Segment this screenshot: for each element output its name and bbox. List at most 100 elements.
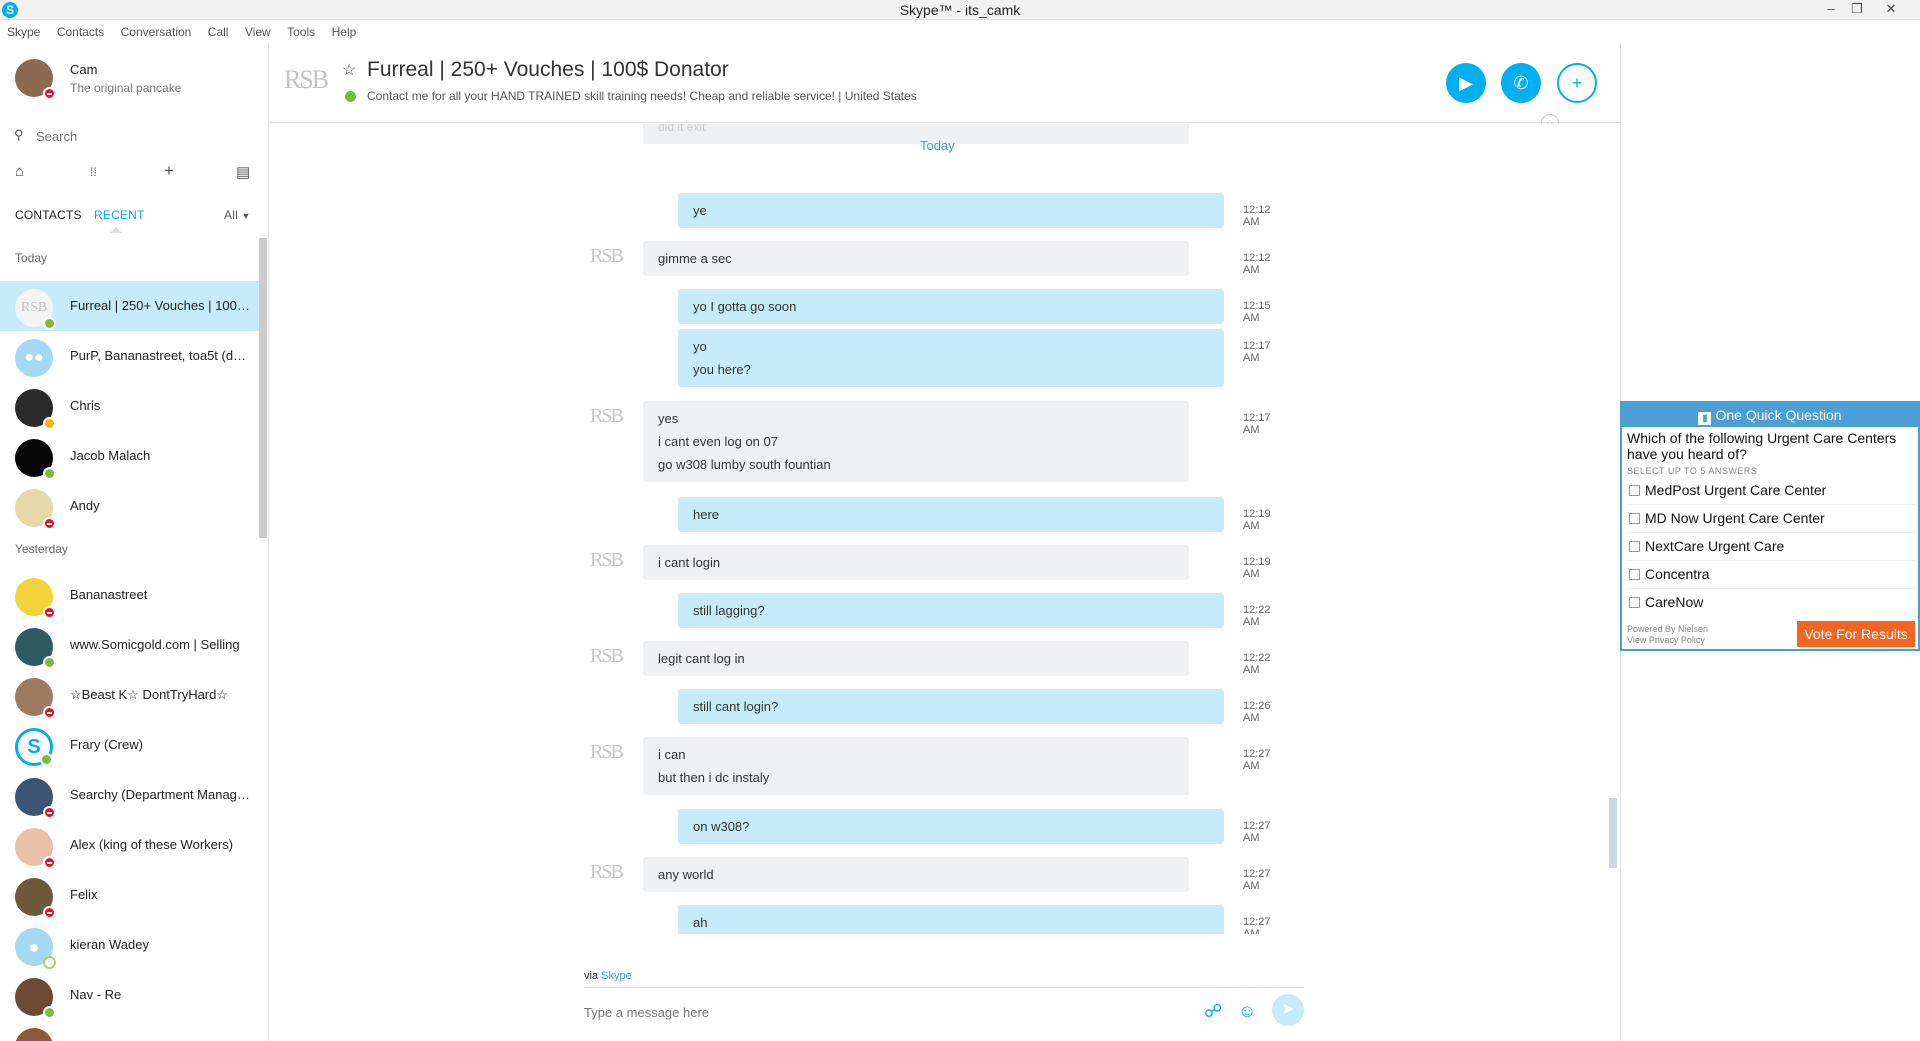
sidebar-scrollbar[interactable] [259,238,267,538]
message-input[interactable] [584,1000,1164,1024]
message-bubble[interactable]: ah [678,905,1224,934]
attach-icon[interactable]: ☍ [1204,1001,1223,1021]
add-icon[interactable]: + [164,161,174,180]
message-area[interactable]: did it exit Today ye 12:12 AM RSB gimme … [270,124,1620,934]
tab-recent[interactable]: RECENT [94,208,145,222]
via-skype-link[interactable]: Skype [601,970,632,982]
sender-avatar[interactable]: RSB [590,549,624,571]
contact-item[interactable]: Andy [0,481,259,531]
menu-skype[interactable]: Skype [7,25,41,39]
minimize-button[interactable]: – [1827,1,1835,16]
section-yesterday: Yesterday [15,542,68,556]
send-button[interactable]: ➤ [1272,994,1304,1026]
contact-item[interactable]: www.Somicgold.com | Selling [0,620,259,670]
poll-option[interactable]: NextCare Urgent Care [1627,533,1915,561]
sender-avatar[interactable]: RSB [590,245,624,267]
favorite-star-icon[interactable]: ☆ [342,62,357,79]
message-bubble[interactable]: any world [643,857,1189,892]
menu-contacts[interactable]: Contacts [56,25,105,39]
status-dnd-icon [43,87,56,100]
status-online-icon [43,1006,56,1019]
tab-contacts[interactable]: CONTACTS [15,208,82,222]
poll-option-label[interactable]: CareNow [1645,594,1704,610]
poll-question: Which of the following Urgent Care Cente… [1627,430,1897,462]
skype-logo-icon[interactable]: S [2,2,18,18]
contact-item[interactable]: Felix [0,870,259,920]
poll-option[interactable]: CareNow [1627,589,1915,617]
voice-call-button[interactable]: ✆ [1501,63,1541,103]
contact-item[interactable]: Alex (king of these Workers) [0,820,259,870]
profile-avatar[interactable] [15,59,56,100]
contact-item[interactable]: S Frary (Crew) [0,720,259,770]
message-bubble[interactable]: gimme a sec [643,241,1189,276]
video-call-button[interactable]: ▶ [1446,63,1486,103]
close-button[interactable]: ✕ [1885,1,1897,16]
conversation-avatar[interactable]: RSB [284,65,329,94]
search-input[interactable] [36,125,246,147]
vote-button[interactable]: Vote For Results [1797,621,1915,647]
contact-avatar [15,778,56,819]
message-bubble[interactable]: ye [678,193,1224,228]
message-time: 12:12 AM [1243,204,1271,228]
chat-scrollbar[interactable] [1609,798,1617,868]
contact-item[interactable]: Searchy (Department Manager) [0,770,259,820]
contact-item[interactable]: Chris [0,381,259,431]
filter-dropdown[interactable]: All ▼ [224,208,251,222]
menu-tools[interactable]: Tools [287,25,316,39]
message-bubble[interactable]: legit cant log in [643,641,1189,676]
contact-item[interactable]: ●● PurP, Bananastreet, toa5t (donator) [0,331,259,381]
contact-item[interactable]: ☆Beast K☆ DontTryHard☆ [0,670,259,720]
poll-option-label[interactable]: MedPost Urgent Care Center [1645,482,1827,498]
emoticon-icon[interactable]: ☺ [1238,1001,1257,1021]
message-bubble[interactable]: yo I gotta go soon [678,289,1224,324]
sender-avatar[interactable]: RSB [590,741,624,763]
message-time: 12:27 AM [1243,748,1271,772]
poll-option-label[interactable]: MD Now Urgent Care Center [1645,510,1825,526]
add-people-button[interactable]: + [1557,63,1597,103]
checkbox[interactable] [1629,597,1640,608]
message-bubble[interactable]: here [678,497,1224,532]
sender-avatar[interactable]: RSB [590,405,624,427]
status-dnd-icon [43,806,56,819]
poll-option[interactable]: MD Now Urgent Care Center [1627,505,1915,533]
poll-option[interactable]: MedPost Urgent Care Center [1627,477,1915,505]
message-bubble[interactable]: still lagging? [678,593,1224,628]
sender-avatar[interactable]: RSB [590,861,624,883]
sender-avatar[interactable]: RSB [590,645,624,667]
checkbox[interactable] [1629,485,1640,496]
home-icon[interactable]: ⌂ [15,163,25,180]
menu-call[interactable]: Call [207,25,229,39]
dialpad-icon[interactable]: ⁞⁞ [90,165,97,179]
poll-option-label[interactable]: NextCare Urgent Care [1645,538,1785,554]
checkbox[interactable] [1629,513,1640,524]
date-divider: Today [920,138,955,153]
restore-button[interactable]: ❐ [1851,1,1863,16]
poll-option-label[interactable]: Concentra [1645,566,1710,582]
menu-conversation[interactable]: Conversation [120,25,192,39]
message-text: gimme a sec [658,251,732,266]
contact-item[interactable]: RSB Furreal | 250+ Vouches | 100$ Donato… [0,281,259,331]
message-bubble[interactable]: still cant login? [678,689,1224,724]
contact-item[interactable]: Bananastreet [0,570,259,620]
search-box[interactable]: ⚲ [14,125,254,147]
menu-help[interactable]: Help [331,25,357,39]
poll-header: ▮One Quick Question [1622,403,1918,427]
contacts-book-icon[interactable]: ▤ [236,164,251,181]
menu-view[interactable]: View [244,25,271,39]
contact-item[interactable]: Nav - Re [0,970,259,1020]
contact-item[interactable] [0,1020,259,1041]
profile-mood[interactable]: The original pancake [70,81,182,95]
message-bubble[interactable]: on w308? [678,809,1224,844]
checkbox[interactable] [1629,569,1640,580]
poll-option[interactable]: Concentra [1627,561,1915,589]
message-bubble[interactable]: i cant login [643,545,1189,580]
conversation-name: Furreal | 250+ Vouches | 100$ Donator [367,58,729,81]
contact-item[interactable]: Jacob Malach [0,431,259,481]
checkbox[interactable] [1629,541,1640,552]
contact-item[interactable]: ● kieran Wadey [0,920,259,970]
profile-card[interactable]: Cam The original pancake [0,43,268,119]
privacy-link[interactable]: View Privacy Policy [1627,635,1705,645]
